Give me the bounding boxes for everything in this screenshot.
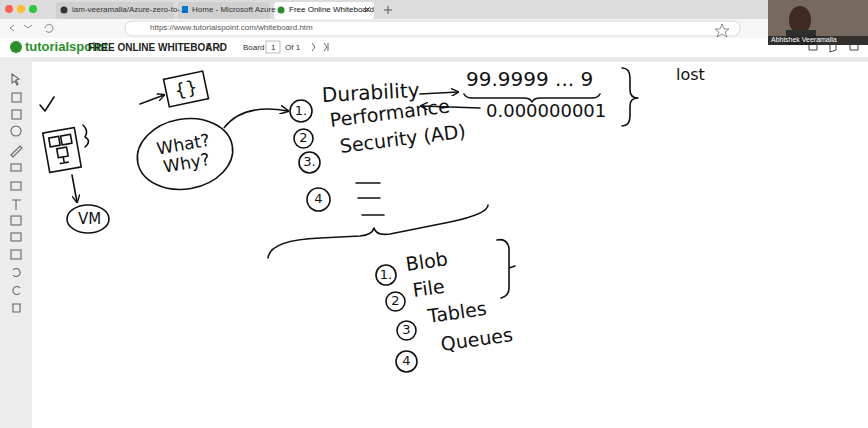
handwritten-number: 99.9999 ... 9 xyxy=(466,68,593,91)
outline xyxy=(396,351,417,372)
callout-number: 3. xyxy=(298,151,321,174)
node-text: 4 xyxy=(402,354,410,368)
page-number: 1 xyxy=(271,43,275,52)
address-bar xyxy=(125,21,740,36)
outline xyxy=(132,111,239,197)
handwritten-number: 0.000000001 xyxy=(486,101,606,122)
callout-number: 2 xyxy=(385,291,406,312)
window-button xyxy=(5,5,13,13)
outline xyxy=(386,292,405,311)
pager-label: Board xyxy=(243,43,264,52)
app-title: FREE ONLINE WHITEBOARD xyxy=(88,42,227,54)
outline xyxy=(299,152,320,173)
callout-number: 1. xyxy=(289,99,313,123)
tool-panel xyxy=(0,57,32,428)
node-text: 3. xyxy=(303,155,315,169)
node-text: 3 xyxy=(402,323,410,337)
outline xyxy=(307,188,330,211)
name-strip xyxy=(768,36,868,45)
node-text: {} xyxy=(173,77,200,101)
page-input xyxy=(266,41,280,53)
tab-title: iam-veeramalla/Azure-zero-to-... xyxy=(72,5,187,14)
arrow xyxy=(72,175,77,202)
node-text: 1. xyxy=(295,104,307,118)
tab-icon xyxy=(278,7,285,14)
connector xyxy=(224,109,288,128)
window-button xyxy=(29,5,37,13)
page-count: Of 1 xyxy=(285,43,300,52)
presenter-face xyxy=(789,6,811,34)
tab-icon xyxy=(61,7,68,14)
outline xyxy=(164,71,209,107)
node-text: 4 xyxy=(314,192,322,206)
outline xyxy=(376,265,396,285)
video-thumbnail xyxy=(768,0,868,45)
dash-marks xyxy=(356,183,384,215)
tab-title: Free Online Whiteboard xyxy=(289,5,374,14)
callout-number: 4 xyxy=(306,187,331,212)
url-text: https://www.tutorialspoint.com/whiteboar… xyxy=(150,23,313,32)
check-mark xyxy=(40,97,54,111)
vm-ellipse: VM xyxy=(66,204,110,234)
node-text: What? Why? xyxy=(151,130,219,178)
new-tab-icon xyxy=(384,6,392,14)
tab-bar xyxy=(0,0,868,19)
node-text: 2 xyxy=(391,294,399,308)
tool-icons xyxy=(11,74,22,312)
group-brace xyxy=(268,205,488,258)
bracket xyxy=(83,125,89,147)
handwritten-note: lost xyxy=(676,66,705,84)
storage-box xyxy=(43,128,81,173)
tab-title: Home - Microsoft Azure xyxy=(192,5,276,14)
bracket xyxy=(497,240,515,298)
callout-number: 2 xyxy=(293,128,314,149)
arrow xyxy=(420,92,458,94)
outline xyxy=(397,321,416,340)
sketch xyxy=(40,68,638,298)
arrow xyxy=(140,95,164,104)
address-row xyxy=(0,19,868,38)
brace xyxy=(622,68,638,126)
node-text: VM xyxy=(78,211,98,228)
bookmark-icon xyxy=(715,24,729,37)
outline xyxy=(294,129,313,148)
presenter-name: Abhishek Veeramalla xyxy=(771,36,837,44)
whiteboard xyxy=(32,62,868,428)
node-text: 2 xyxy=(299,131,307,145)
window-button xyxy=(17,5,25,13)
outline xyxy=(290,100,312,122)
handwritten-note: File xyxy=(411,276,446,302)
nav-buttons xyxy=(10,24,53,32)
browser-tab xyxy=(274,2,374,19)
outline xyxy=(67,205,109,233)
callout-number: 1. xyxy=(375,264,397,286)
node-text: 1. xyxy=(380,268,392,282)
video-backdrop xyxy=(768,0,868,45)
callout-number: 3 xyxy=(396,320,417,341)
app-header xyxy=(0,38,868,57)
callout-number: 4 xyxy=(395,350,418,373)
logo-icon xyxy=(10,41,22,53)
